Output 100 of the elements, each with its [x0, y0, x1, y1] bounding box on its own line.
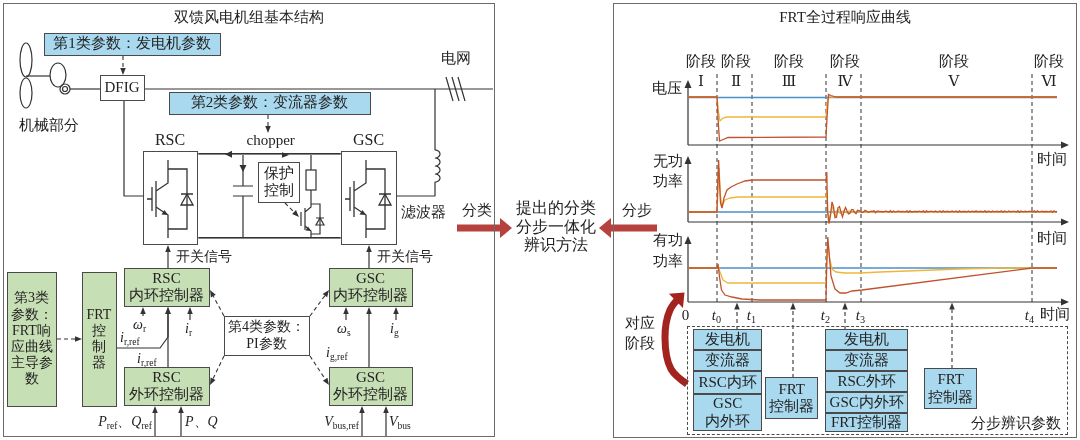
dashed-arrow [309, 355, 329, 385]
generator-label: DFIG [104, 78, 140, 97]
arrow [152, 406, 158, 437]
capacitor-symbol [232, 154, 253, 237]
arrow [281, 152, 289, 158]
axis-label: 时间 [1039, 305, 1070, 323]
parameter-entry [693, 371, 763, 395]
component-label: chopper [246, 132, 295, 150]
arrow [366, 307, 372, 368]
parameter-box [168, 91, 371, 115]
dashed-arrow [842, 302, 848, 331]
tick-label: 0 [681, 307, 690, 323]
dashed-arrow [309, 290, 329, 317]
dashed-arrow [56, 336, 82, 342]
arrow [140, 307, 146, 317]
method-label: 提出的分类分步一体化辨识方法 [514, 199, 597, 255]
dashed-arrow [210, 290, 225, 317]
converter-label: RSC [154, 130, 186, 150]
structure-panel [3, 3, 495, 437]
connector-line [73, 88, 101, 90]
parameter-label: 第3类参数：FRT响应曲线主导参数 [9, 290, 54, 388]
dc-bus-line [197, 152, 341, 155]
generator-block [99, 74, 145, 101]
axis-label: 有功功率 [651, 230, 684, 271]
edge-label: 对应阶段 [624, 314, 656, 353]
group-title: 分步辨识参数 [970, 415, 1061, 433]
dashed-arrow [949, 302, 955, 370]
edge-label: ω$_{s}$ [337, 321, 351, 338]
axis-label: 无功功率 [651, 151, 684, 191]
curved-arrow [661, 292, 690, 387]
panel-title: FRT全过程响应曲线 [779, 9, 911, 27]
parameter-entry [825, 329, 909, 351]
controller-block [81, 271, 117, 407]
dashed-arrow [284, 202, 299, 217]
parameter-entry [825, 392, 909, 414]
edge-label: V$_{bus,ref}$ [324, 414, 359, 431]
edge-label: P、Q [185, 414, 218, 431]
controller-label: GSC 外环控制器 [332, 368, 409, 404]
chopper-circuit [298, 154, 325, 237]
arrow [359, 406, 365, 437]
parameter-label: FRT 控制器 [768, 380, 816, 416]
controller-label: RSC 外环控制器 [128, 368, 205, 404]
dashed-arrow [210, 355, 225, 385]
arrow [383, 406, 389, 437]
parameter-label: FRT 控制器 [927, 371, 975, 407]
parameter-label: FRT控制器 [830, 414, 903, 432]
parameter-label: RSC外环 [837, 373, 896, 391]
dashed-arrow [790, 302, 796, 379]
controller-label: RSC 内环控制器 [128, 269, 205, 305]
arrow [393, 307, 399, 321]
edge-label: i$_{g,ref}$ [326, 345, 348, 362]
converter-label: GSC [352, 130, 385, 150]
edge-label: 开关信号 [176, 249, 232, 266]
dashed-arrow [265, 114, 271, 133]
parameter-box [6, 271, 57, 407]
arrow [165, 245, 171, 269]
edge-label: V$_{bus}$ [389, 414, 411, 431]
connector-line [396, 88, 441, 197]
parameter-label: GSC内外环 [829, 394, 904, 412]
parameter-entry [825, 371, 909, 393]
edge-label: i$_{g}$ [390, 321, 399, 338]
parameter-label: 第2类参数：变流器参数 [190, 94, 349, 112]
edge-label: i$_{r}$ [185, 321, 193, 338]
tick-label: t$_{2}$ [820, 307, 831, 323]
connector-line [144, 88, 494, 90]
tick-label: t$_{3}$ [855, 307, 866, 323]
connector-line [123, 100, 144, 197]
parameter-entry [693, 329, 763, 351]
dashed-arrow [734, 302, 740, 331]
controller-label: GSC 内环控制器 [332, 269, 409, 305]
parameter-label: RSC内环 [698, 374, 757, 392]
edge-label: P$_{ref}$、Q$_{ref}$ [98, 414, 152, 431]
arrow [165, 307, 171, 368]
axis-label: 电压 [651, 79, 682, 97]
edge-label: 开关信号 [377, 249, 433, 266]
dashed-arrow [120, 55, 126, 75]
edge-label: 分步 [622, 202, 652, 220]
parameter-label: 发电机 [705, 331, 751, 349]
tick-label: t$_{1}$ [746, 307, 757, 323]
curve-panel [613, 3, 1077, 438]
parameter-entry [693, 350, 763, 372]
edge-label: 分类 [462, 202, 492, 220]
parameter-label: GSC 内外环 [704, 395, 752, 431]
arrow [366, 245, 372, 269]
parameter-group-frame [686, 325, 1068, 435]
caption-label: 机械部分 [18, 116, 79, 134]
parameter-entry [825, 413, 909, 433]
arrow [343, 307, 349, 321]
grid-label: 电网 [441, 50, 471, 68]
protection-label: 保护控制 [262, 164, 295, 200]
filter-label: 滤波器 [401, 204, 446, 222]
parameter-entry [825, 350, 909, 372]
parameter-label: 第4类参数：PI参数 [227, 319, 306, 352]
parameter-label: 变流器 [844, 352, 890, 370]
arrow [178, 406, 184, 437]
parameter-entry [693, 394, 763, 432]
parameter-box [43, 32, 221, 56]
parameter-label: 发电机 [844, 331, 890, 349]
dc-bus-line [197, 236, 341, 239]
parameter-label: 变流器 [705, 352, 751, 370]
